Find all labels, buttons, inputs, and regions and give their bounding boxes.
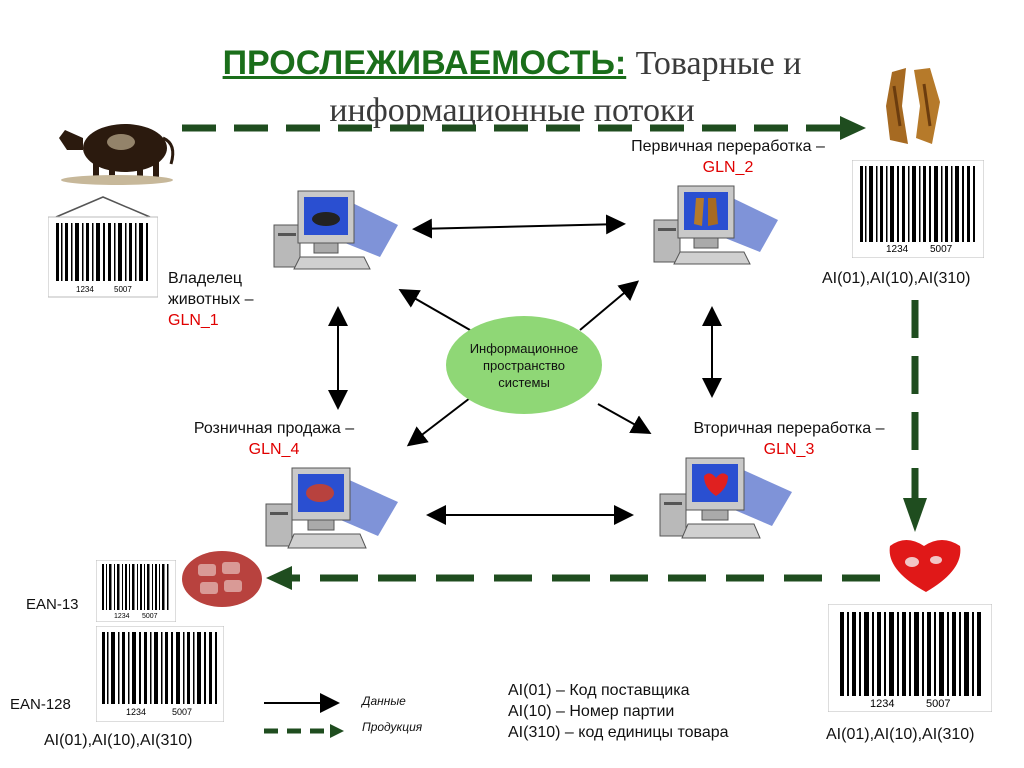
- svg-text:5007: 5007: [142, 613, 158, 620]
- retail-label: Розничная продажа – GLN_4: [160, 418, 388, 460]
- ai-label-bottom-left: AI(01),AI(10),AI(310): [44, 732, 193, 749]
- primary-processing-label: Первичная переработка – GLN_2: [590, 136, 866, 178]
- computer-icon: [273, 190, 398, 270]
- computer-icon: [265, 467, 398, 549]
- center-line-1: Информационное: [469, 340, 579, 356]
- product-arrowhead-right: [840, 116, 866, 140]
- barcode-icon: 1234 5007: [852, 160, 984, 258]
- meat-icon: [889, 540, 961, 592]
- svg-text:5007: 5007: [926, 698, 950, 710]
- gln-1: GLN_1: [168, 312, 219, 329]
- ai-legend: AI(01) – Код поставщика AI(10) – Номер п…: [508, 682, 729, 741]
- center-line-3: системы: [498, 374, 550, 390]
- gln-3: GLN_3: [763, 441, 815, 458]
- ean13-barcode-icon: 1234 5007: [96, 560, 176, 622]
- barcode-icon: 1234 5007: [48, 196, 158, 298]
- computer-icon: [653, 185, 778, 265]
- meat-icon: [182, 551, 262, 607]
- information-space-ellipse: Информационное пространство системы: [446, 316, 602, 414]
- legend-product: Продукция: [362, 720, 423, 734]
- owner-label: Владелец животных – GLN_1: [168, 270, 254, 329]
- gln-2: GLN_2: [702, 159, 754, 176]
- title-rest-2: информационные потоки: [329, 92, 695, 129]
- ean13-label: EAN-13: [26, 596, 79, 613]
- legend-data: Данные: [362, 694, 406, 708]
- ean128-barcode-icon: 1234 5007: [96, 626, 224, 722]
- ean128-label: EAN-128: [10, 696, 71, 713]
- svg-text:1234: 1234: [114, 613, 130, 620]
- cow-icon: [59, 124, 175, 185]
- title-main: ПРОСЛЕЖИВАЕМОСТЬ:: [222, 44, 627, 82]
- title-rest-1: Товарные и: [635, 45, 802, 82]
- svg-text:1234: 1234: [886, 244, 909, 255]
- page-title: ПРОСЛЕЖИВАЕМОСТЬ: Товарные и информацион…: [0, 40, 1024, 134]
- svg-text:5007: 5007: [930, 244, 953, 255]
- product-flow: [182, 124, 919, 582]
- ai-label-top-right: AI(01),AI(10),AI(310): [822, 270, 971, 287]
- carcass-icon: [886, 68, 940, 144]
- computer-icon: [659, 457, 792, 539]
- barcode-icon: 1234 5007: [828, 604, 992, 712]
- secondary-processing-label: Вторичная переработка – GLN_3: [656, 418, 922, 460]
- svg-text:5007: 5007: [114, 285, 132, 294]
- center-line-2: пространство: [482, 357, 566, 373]
- ai-label-bottom-right: AI(01),AI(10),AI(310): [826, 726, 975, 743]
- product-arrowhead-left: [266, 566, 292, 590]
- data-flow: [328, 214, 722, 525]
- svg-text:1234: 1234: [76, 285, 94, 294]
- svg-text:1234: 1234: [870, 698, 894, 710]
- svg-text:5007: 5007: [172, 707, 192, 717]
- product-arrowhead-down: [903, 498, 927, 532]
- svg-text:1234: 1234: [126, 707, 146, 717]
- gln-4: GLN_4: [248, 441, 300, 458]
